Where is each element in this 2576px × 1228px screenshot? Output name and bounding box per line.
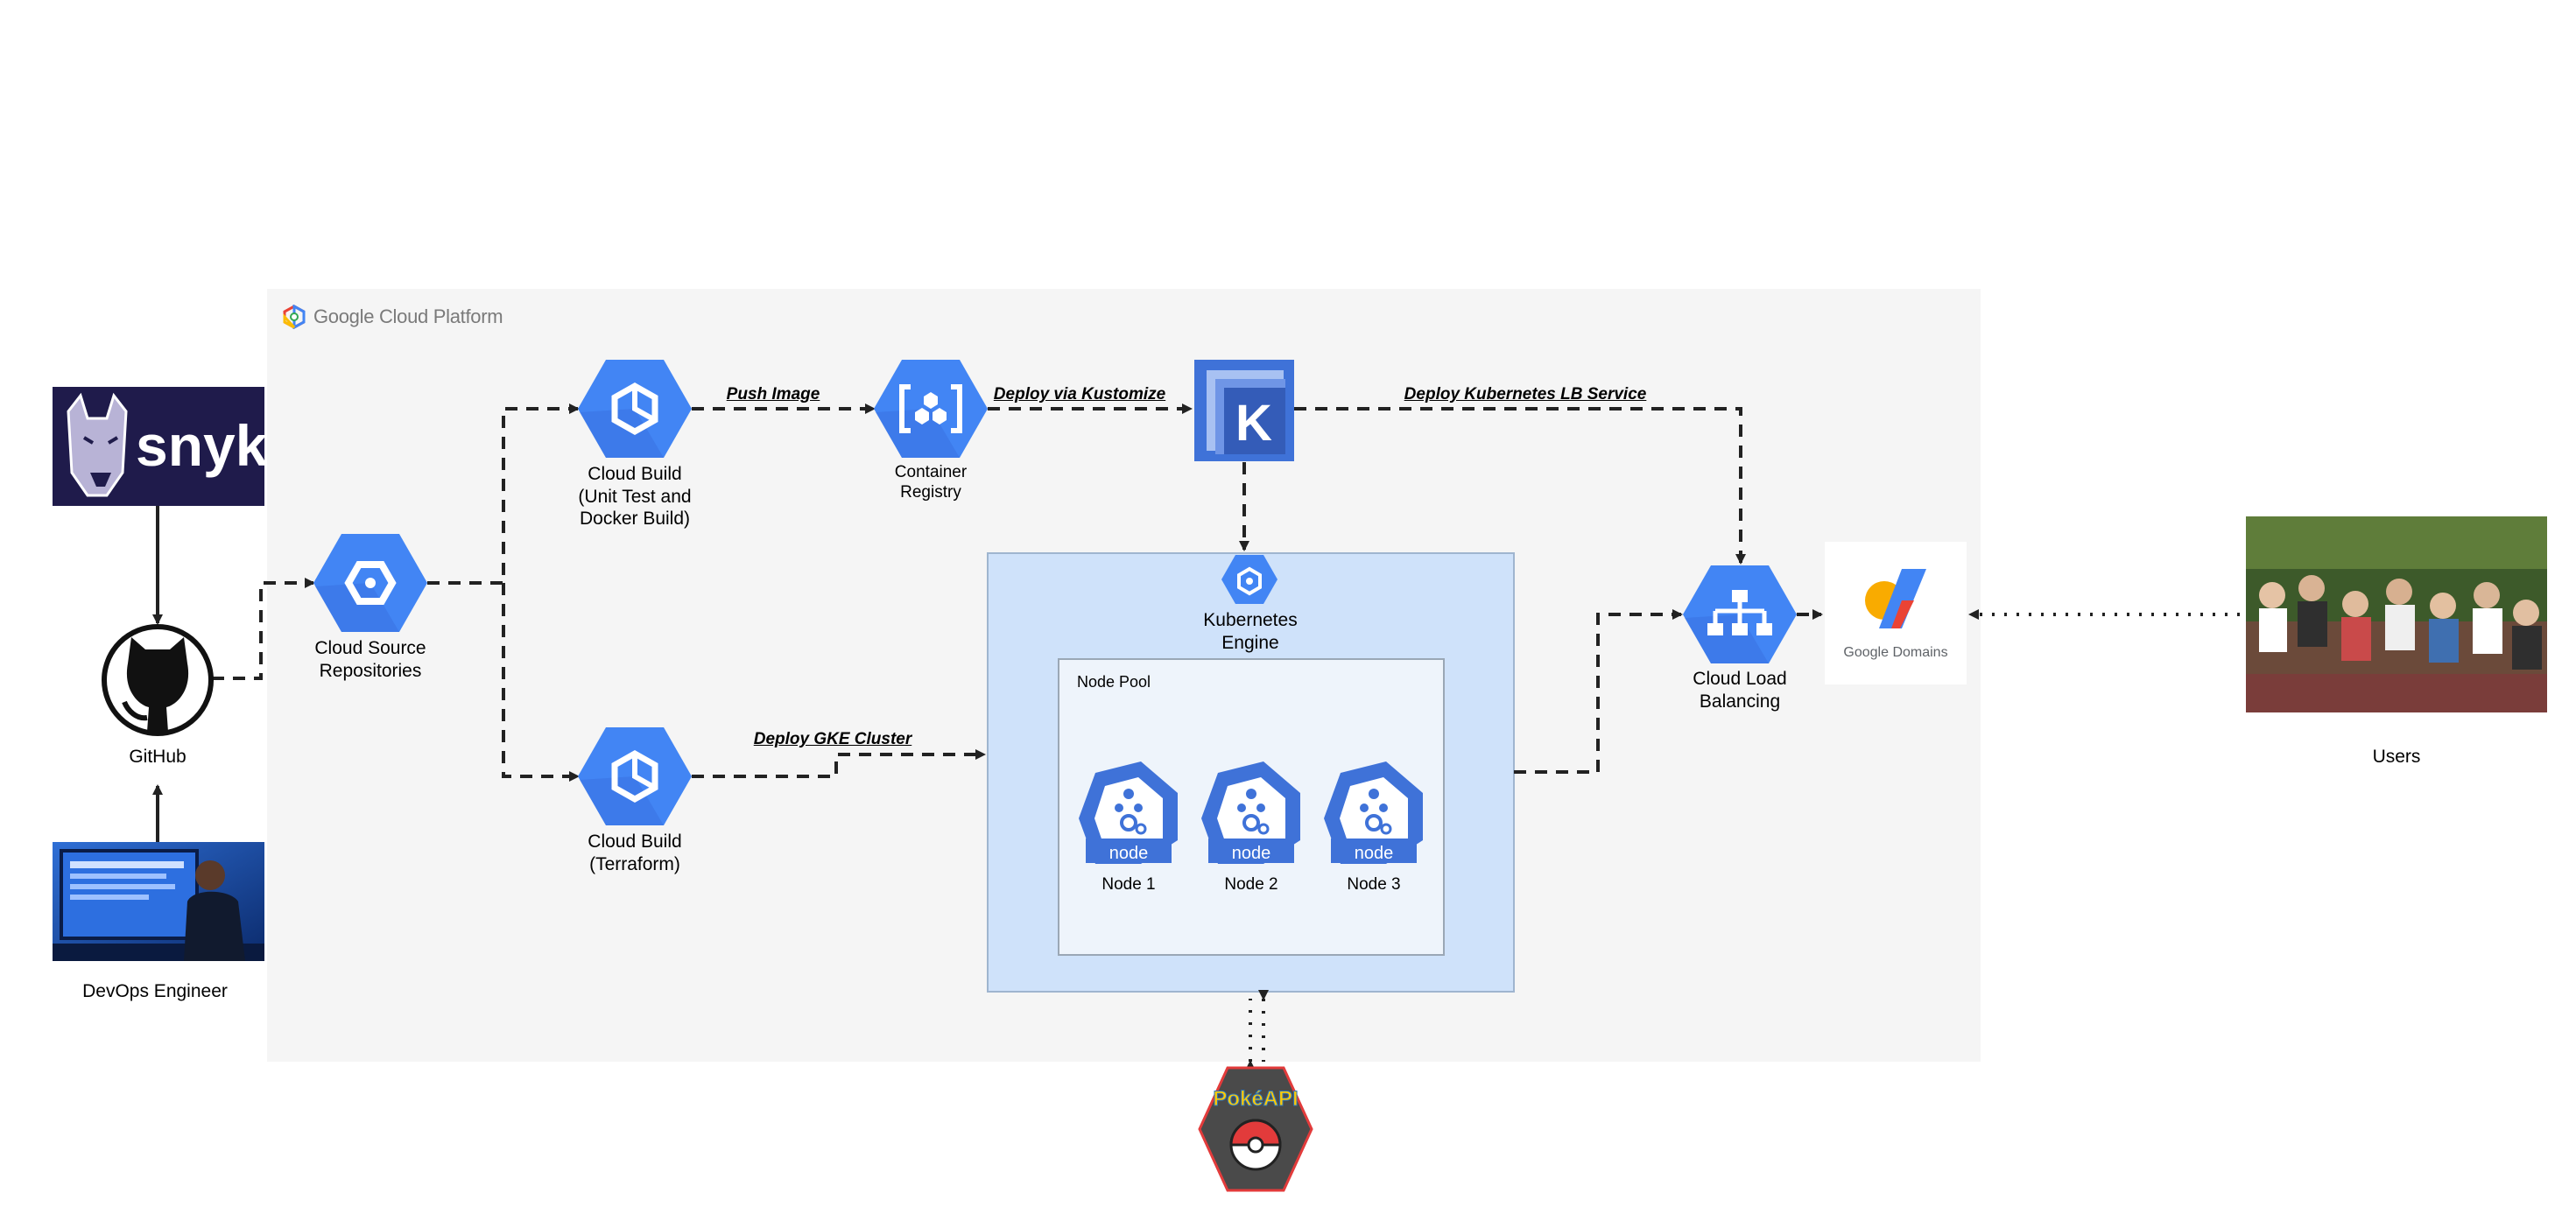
- node-2-icon: [1201, 761, 1300, 864]
- google-domains-logo: Google Domains: [1825, 542, 1967, 684]
- devops-engineer-image: [53, 842, 264, 961]
- snyk-logo: snyk: [53, 387, 268, 506]
- gcp-title: Google Cloud Platform: [313, 305, 503, 327]
- cloud-source-repositories-label: Cloud Source Repositories: [314, 638, 426, 681]
- cloud-source-repositories-icon: [313, 534, 427, 632]
- kubernetes-k-letter: K: [1235, 395, 1272, 452]
- node-2-badge: node: [1232, 844, 1271, 863]
- edge-source-build-tf: [502, 583, 580, 782]
- pokeapi-logo: PokéAPI: [1198, 1066, 1313, 1192]
- edge-label-deploy-lb: Deploy Kubernetes LB Service: [1404, 385, 1647, 403]
- node-3-label: Node 3: [1347, 875, 1401, 894]
- users-label: Users: [2372, 747, 2421, 767]
- edge-gke-lb: [1514, 609, 1683, 774]
- cloud-build-docker-icon: [578, 360, 692, 458]
- cloud-load-balancing-label: Cloud Load Balancing: [1693, 669, 1787, 712]
- container-registry-icon: [874, 360, 988, 458]
- kubernetes-engine-icon: [1221, 555, 1277, 604]
- github-label: GitHub: [129, 747, 187, 767]
- node-3-badge: node: [1355, 844, 1394, 863]
- gcp-header: Google Cloud Platform: [282, 302, 503, 332]
- edge-label-push-image: Push Image: [726, 385, 820, 403]
- edge-label-deploy-kustomize: Deploy via Kustomize: [993, 385, 1166, 403]
- node-2-label: Node 2: [1224, 875, 1278, 894]
- node-3-icon: [1324, 761, 1423, 864]
- edge-github-source: [212, 578, 315, 680]
- node-1-icon: [1079, 761, 1178, 864]
- cloud-build-docker-label: Cloud Build (Unit Test and Docker Build): [578, 464, 692, 530]
- node-1-badge: node: [1109, 844, 1149, 863]
- edge-label-deploy-gke: Deploy GKE Cluster: [753, 730, 912, 748]
- kubernetes-k-icon: K: [1194, 360, 1294, 461]
- edge-deploy-gke: [692, 749, 986, 778]
- container-registry-label: Container Registry: [894, 463, 968, 502]
- snyk-wordmark: snyk: [136, 413, 268, 478]
- kubernetes-engine-label: Kubernetes Engine: [1203, 610, 1298, 653]
- cloud-load-balancing-icon: [1683, 565, 1797, 663]
- users-photo: [2246, 516, 2547, 712]
- edge-deploy-lb: [1294, 407, 1746, 565]
- devops-engineer-label: DevOps Engineer: [82, 981, 228, 1001]
- pokeapi-wordmark: PokéAPI: [1213, 1087, 1298, 1111]
- gcp-hexagon-icon: [283, 305, 306, 329]
- node-pool-title: Node Pool: [1077, 673, 1151, 691]
- google-domains-text: Google Domains: [1843, 645, 1947, 660]
- github-icon: [102, 624, 214, 736]
- node-1-label: Node 1: [1101, 875, 1156, 894]
- cloud-build-terraform-icon: [578, 727, 692, 825]
- cloud-build-terraform-label: Cloud Build (Terraform): [588, 832, 682, 874]
